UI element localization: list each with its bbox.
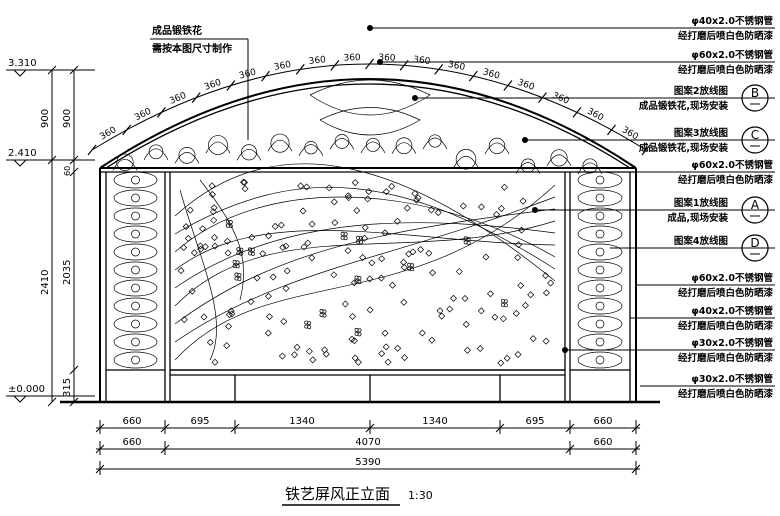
callout-top-text: φ60x2.0不锈钢管 [691, 49, 773, 61]
callout-bottom-text: 成品,现场安装 [667, 212, 728, 224]
callout-bottom-text: 经打磨后喷白色防晒漆 [678, 388, 774, 400]
detail-mark-letter: B [751, 86, 759, 100]
callout-top-text: φ60x2.0不锈钢管 [691, 272, 773, 284]
scale-text: 1:30 [408, 489, 433, 502]
horizontal-dimensions: 660 695 1340 1340 695 660 660 4070 660 5… [95, 416, 641, 475]
dim-row2-1: 4070 [355, 437, 380, 448]
dim-row1-4: 695 [525, 416, 544, 427]
callout-top-text: φ60x2.0不锈钢管 [691, 159, 773, 171]
elevation-2410: 2.410 [8, 148, 37, 159]
callout-bottom-text: 成品锻铁花,现场安装 [639, 100, 729, 112]
callout-top-text: φ40x2.0不锈钢管 [691, 15, 773, 27]
arc-dim-label: 360 [413, 55, 432, 67]
callout-bottom-text: 经打磨后喷白色防晒漆 [678, 352, 774, 364]
arc-dim-label: 360 [168, 91, 188, 107]
arc-dim-label: 360 [378, 53, 396, 64]
callout-top-text: 图案1放线图 [674, 197, 728, 209]
elevation-0: ±0.000 [8, 384, 45, 395]
top-note: 成品锻铁花 需按本图尺寸制作 [150, 24, 249, 140]
dim-row1-0: 660 [122, 416, 141, 427]
title-text: 铁艺屏风正立面 [285, 485, 390, 503]
vertical-dimensions: 900 2410 900 60 2035 315 [40, 65, 79, 407]
dim-outer-2410: 2410 [40, 270, 51, 295]
callout-top-text: φ40x2.0不锈钢管 [691, 305, 773, 317]
arc-dim-label: 360 [203, 78, 223, 93]
dim-row2-2: 660 [593, 437, 612, 448]
callout-top-text: φ30x2.0不锈钢管 [691, 337, 773, 349]
dim-inner-315: 315 [62, 378, 73, 397]
detail-mark-letter: D [750, 236, 759, 250]
dim-inner-2035: 2035 [62, 260, 73, 285]
arc-dim-label: 360 [343, 53, 361, 64]
callout-bottom-text: 经打磨后喷白色防晒漆 [678, 287, 774, 299]
dim-row1-2: 1340 [289, 416, 314, 427]
arc-dim-label: 360 [482, 67, 501, 81]
dim-row1-1: 695 [190, 416, 209, 427]
callout-top-text: 图案4放线图 [674, 235, 728, 247]
elevation-3310: 3.310 [8, 58, 37, 69]
drawing-title: 铁艺屏风正立面 1:30 [282, 485, 433, 506]
arc-dim-label: 360 [516, 78, 536, 93]
detail-mark-letter: A [751, 198, 760, 212]
note-line-1: 成品锻铁花 [152, 24, 202, 37]
dim-outer-900: 900 [40, 109, 51, 128]
callout-top-text: 图案2放线图 [674, 85, 728, 97]
callout-bottom-text: 成品锻铁花,现场安装 [639, 142, 729, 154]
note-line-2: 需按本图尺寸制作 [152, 42, 232, 55]
dim-row1-5: 660 [593, 416, 612, 427]
callout-bottom-text: 经打磨后喷白色防晒漆 [678, 320, 774, 332]
dim-row2-0: 660 [122, 437, 141, 448]
detail-mark-letter: C [751, 128, 759, 142]
dim-inner-900: 900 [62, 109, 73, 128]
material-callouts: φ40x2.0不锈钢管经打磨后喷白色防晒漆φ60x2.0不锈钢管经打磨后喷白色防… [367, 15, 775, 400]
callout-bottom-text: 经打磨后喷白色防晒漆 [678, 174, 774, 186]
dim-row1-3: 1340 [422, 416, 447, 427]
dim-row3-total: 5390 [355, 457, 380, 468]
wrought-iron-ornament [112, 79, 623, 369]
elevation-marks: 3.310 2.410 ±0.000 [6, 58, 95, 403]
callout-bottom-text: 经打磨后喷白色防晒漆 [678, 30, 774, 42]
callout-top-text: φ30x2.0不锈钢管 [691, 373, 773, 385]
arc-dim-label: 360 [273, 60, 292, 73]
callout-bottom-text: 经打磨后喷白色防晒漆 [678, 64, 774, 76]
arc-dim-label: 360 [447, 60, 466, 73]
arc-dim-label: 360 [308, 55, 326, 67]
screen-frame [60, 78, 660, 404]
callout-6: 图案4放线图 D [610, 234, 775, 262]
dim-inner-60: 60 [63, 166, 72, 176]
callout-top-text: 图案3放线图 [674, 127, 728, 139]
